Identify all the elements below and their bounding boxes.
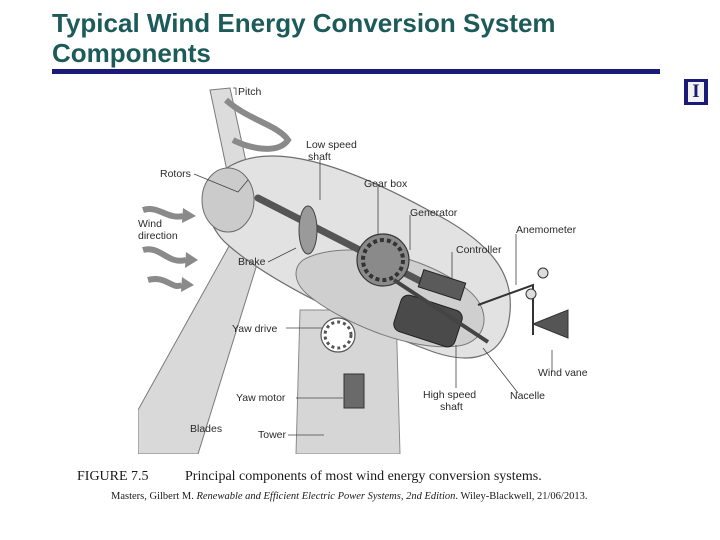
citation-book-title: Renewable and Efficient Electric Power S… (196, 491, 456, 502)
figure-text: Principal components of most wind energy… (185, 469, 542, 484)
label-nacelle: Nacelle (510, 390, 545, 402)
label-yaw-motor: Yaw motor (236, 392, 286, 404)
label-tower: Tower (258, 429, 287, 441)
label-controller: Controller (456, 244, 502, 256)
anemometer-cup-2 (525, 288, 537, 300)
generator-shape (393, 294, 463, 348)
label-wind-direction-1: Wind (138, 218, 162, 230)
label-wind-direction-2: direction (138, 230, 178, 242)
label-gear-box: Gear box (364, 178, 408, 190)
label-blades: Blades (190, 423, 222, 435)
citation-publisher: . Wiley-Blackwell, 21/06/2013. (455, 491, 588, 502)
wind-arrow-3 (147, 275, 184, 289)
citation-authors: Masters, Gilbert M. (111, 491, 197, 502)
label-brake: Brake (238, 256, 266, 268)
label-low-speed-shaft-2: shaft (308, 151, 331, 163)
slide-title-line-1: Typical Wind Energy Conversion System (52, 8, 556, 38)
wind-arrow-2 (142, 246, 187, 264)
citation: Masters, Gilbert M. Renewable and Effici… (111, 491, 587, 502)
figure-caption: FIGURE 7.5 Principal components of most w… (77, 469, 542, 485)
high-speed-shaft-shape (392, 278, 490, 344)
brake-disc (298, 205, 318, 255)
yaw-drive-teeth (323, 320, 353, 350)
rotor-hub (201, 167, 255, 233)
controller-shape (417, 269, 467, 301)
wind-arrow-2-head (185, 252, 198, 268)
slide-title-line-2: Components (52, 38, 211, 68)
yaw-motor-shape (343, 373, 365, 409)
wind-arrow-1 (142, 205, 184, 220)
label-high-speed-shaft-2: shaft (440, 401, 463, 413)
label-low-speed-shaft-1: Low speed (306, 139, 357, 151)
label-anemometer: Anemometer (516, 224, 577, 236)
label-pitch: Pitch (238, 86, 262, 98)
title-underline (52, 69, 660, 74)
wind-arrow-1-head (182, 208, 196, 223)
figure-label: FIGURE 7.5 (77, 469, 149, 484)
logo-panel: I (688, 82, 704, 102)
slide-title: Typical Wind Energy Conversion System Co… (52, 8, 672, 68)
university-logo: I (684, 79, 708, 105)
label-high-speed-shaft-1: High speed (423, 389, 476, 401)
mast (477, 283, 534, 335)
label-generator: Generator (410, 207, 458, 219)
pitch-arrow (223, 97, 292, 152)
label-rotors: Rotors (160, 168, 191, 180)
label-wind-vane: Wind vane (538, 367, 588, 379)
wind-vane-shape (531, 309, 569, 339)
label-yaw-drive: Yaw drive (232, 323, 277, 335)
gear-teeth (361, 238, 405, 282)
wind-turbine-diagram: Pitch Low speed shaft Rotors Gear box Wi… (138, 80, 604, 454)
anemometer-cup (537, 267, 549, 279)
wind-arrow-3-head (181, 277, 194, 292)
logo-letter: I (692, 81, 700, 102)
leader-lines (193, 87, 553, 436)
